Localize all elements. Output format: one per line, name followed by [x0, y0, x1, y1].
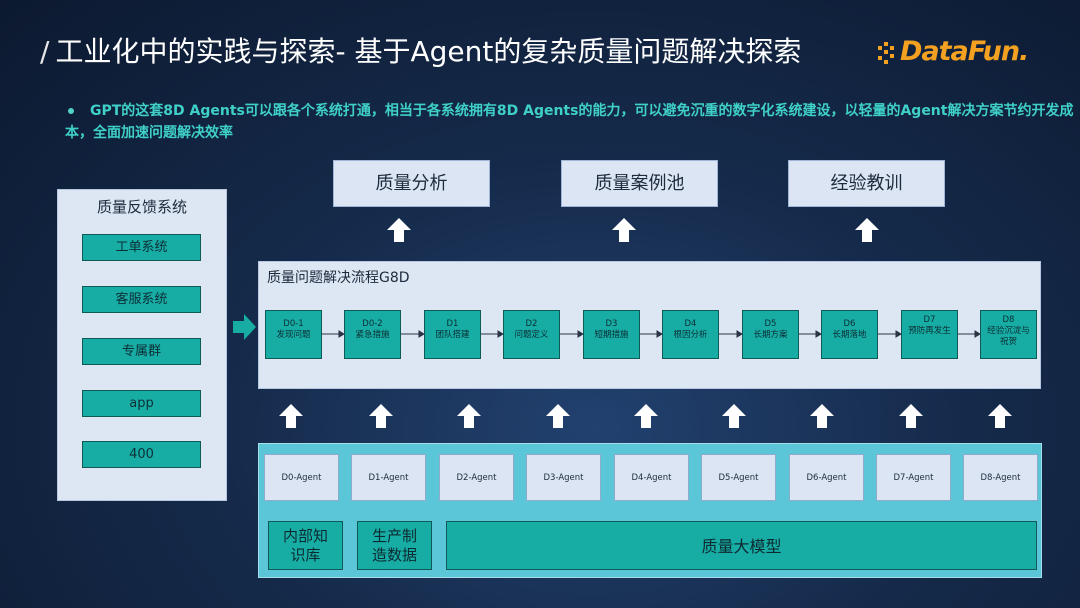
step-name: 问题定义 [514, 330, 549, 340]
up-arrow-icon [387, 218, 411, 242]
step-connectors [322, 330, 981, 338]
step-code: D6 [843, 319, 856, 329]
agent-box: D5-Agent [701, 454, 776, 501]
agent-box: D1-Agent [351, 454, 426, 501]
bullet-icon [68, 108, 74, 114]
title-text: 工业化中的实践与探索- 基于Agent的复杂质量问题解决探索 [55, 35, 802, 68]
agent-box: D2-Agent [439, 454, 514, 501]
logo-dots-icon [878, 42, 900, 66]
up-arrow-icon [634, 404, 658, 428]
quality-large-model: 质量大模型 [446, 521, 1037, 570]
feedback-item: 400 [82, 441, 201, 468]
bullet-text: GPT的这套8D Agents可以跟各个系统打通，相当于各系统拥有8D Agen… [65, 103, 1074, 141]
step-code: D5 [764, 319, 777, 329]
agent-box: D8-Agent [963, 454, 1038, 501]
step-name: 团队搭建 [435, 330, 470, 340]
output-case-pool: 质量案例池 [561, 160, 718, 207]
internal-knowledge-base: 内部知识库 [268, 521, 343, 570]
step-code: D1 [446, 319, 459, 329]
step-code: D8 [1002, 315, 1015, 325]
up-arrow-icon [722, 404, 746, 428]
up-arrow-icon [279, 404, 303, 428]
step-code: D2 [525, 319, 538, 329]
step-name: 发现问题 [276, 330, 311, 340]
step-name: 长期方案 [753, 330, 788, 340]
up-arrow-icon [457, 404, 481, 428]
step-code: D7 [923, 315, 936, 325]
step-code: D0-1 [283, 319, 304, 329]
logo-text: DataFun. [900, 36, 1029, 67]
agent-box: D7-Agent [876, 454, 951, 501]
up-arrow-icon [899, 404, 923, 428]
step-code: D4 [684, 319, 697, 329]
agent-box: D4-Agent [614, 454, 689, 501]
output-quality-analysis: 质量分析 [333, 160, 490, 207]
production-data: 生产制造数据 [357, 521, 432, 570]
step-code: D3 [605, 319, 618, 329]
up-arrow-icon [369, 404, 393, 428]
step-name: 经验沉淀与祝贺 [987, 326, 1030, 347]
step-name: 紧急措施 [355, 330, 390, 340]
title-slash: / [40, 35, 50, 68]
feedback-item: 客服系统 [82, 286, 201, 313]
up-arrow-icon [546, 404, 570, 428]
feedback-item: app [82, 390, 201, 417]
up-arrow-icon [612, 218, 636, 242]
step-name: 根因分析 [673, 330, 708, 340]
agent-box: D0-Agent [264, 454, 339, 501]
step-name: 预防再发生 [908, 326, 951, 336]
agent-box: D6-Agent [789, 454, 864, 501]
feedback-item: 专属群 [82, 338, 201, 365]
feedback-item: 工单系统 [82, 234, 201, 261]
up-arrow-icon [988, 404, 1012, 428]
step-name: 短期措施 [594, 330, 629, 340]
output-lessons-learned: 经验教训 [788, 160, 945, 207]
step-name: 长期落地 [832, 330, 867, 340]
up-arrow-icon [810, 404, 834, 428]
agent-box: D3-Agent [526, 454, 601, 501]
feedback-heading: 质量反馈系统 [96, 198, 187, 216]
datafun-logo: DataFun. [878, 34, 1038, 74]
step-code: D0-2 [362, 319, 383, 329]
slide-title: /工业化中的实践与探索- 基于Agent的复杂质量问题解决探索 [40, 30, 801, 70]
up-arrow-icon [855, 218, 879, 242]
flow-heading: 质量问题解决流程G8D [267, 270, 410, 286]
right-arrow-icon [233, 314, 256, 340]
